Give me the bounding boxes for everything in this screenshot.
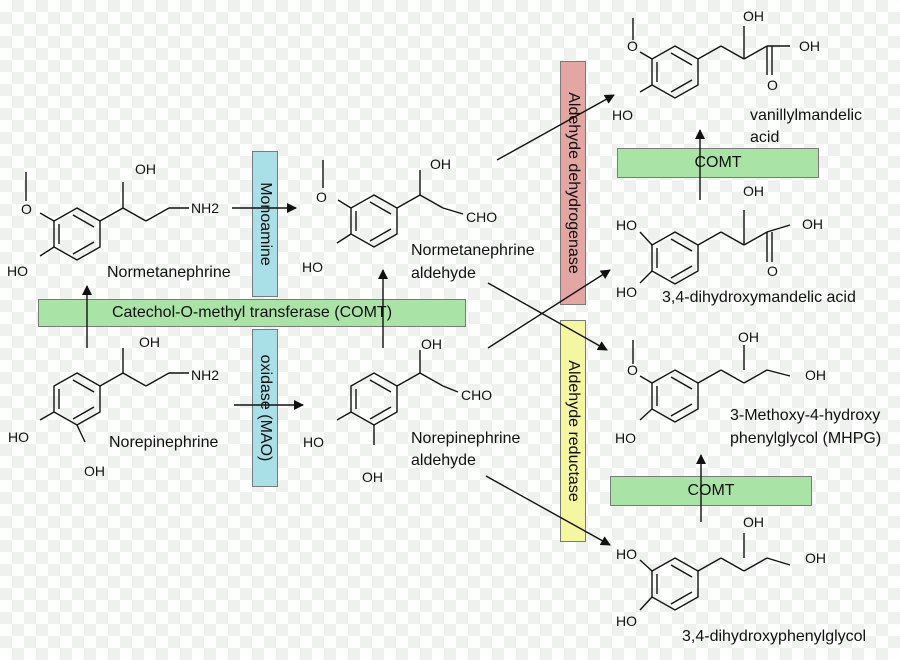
mhpg-oh-2: OH	[805, 367, 826, 383]
dhma-acid-oh: OH	[802, 216, 823, 232]
ne-aldehyde-ho: HO	[303, 434, 324, 450]
norepinephrine-aldehyde-line2: aldehyde	[411, 452, 476, 469]
norepinephrine-aldehyde-line1: Norepinephrine	[411, 430, 521, 447]
norepinephrine-oh: OH	[139, 334, 160, 350]
vma-acid-oh: OH	[799, 38, 820, 54]
ne-aldehyde-oh-2: OH	[362, 469, 383, 485]
mhpg-label-line1: 3-Methoxy-4-hydroxy	[730, 407, 881, 424]
vma-label-line1: vanillylmandelic	[750, 107, 863, 124]
dhpg-label: 3,4-dihydroxyphenylglycol	[682, 628, 867, 645]
comt-upper-box: COMT	[617, 148, 819, 178]
arrows	[82, 94, 706, 546]
mhpg-structure	[632, 340, 791, 423]
vma-methoxy-o: O	[627, 38, 638, 54]
normetanephrine-methoxy-o: O	[21, 201, 32, 217]
norepinephrine-label: Norepinephrine	[109, 434, 219, 451]
normetanephrine-label: Normetanephrine	[107, 264, 231, 281]
aldehyde-reductase-box: Aldehyde reductase	[560, 320, 586, 542]
dhma-structure	[639, 210, 791, 285]
norepinephrine-ho: HO	[8, 429, 29, 445]
vma-structure	[632, 18, 790, 99]
comt-main-box: Catechol-O-methyl transferase (COMT)	[38, 299, 466, 327]
norepinephrine-structure	[39, 348, 189, 443]
mhpg-ho: HO	[615, 430, 636, 446]
nma-aldehyde-cho: CHO	[466, 209, 498, 225]
vma-oh: OH	[743, 8, 764, 24]
normetanephrine-structure	[25, 172, 189, 261]
vma-carbonyl-o: O	[767, 77, 778, 93]
normetanephrine-nh2: NH2	[191, 200, 220, 216]
dhpg-oh: OH	[743, 514, 764, 530]
aldehyde-dehydrogenase-box: Aldehyde dehydrogenase	[560, 61, 586, 305]
normetanephrine-oh: OH	[135, 161, 156, 177]
normetanephrine-aldehyde-structure	[322, 160, 464, 248]
comt-lower-box: COMT	[610, 476, 812, 506]
dhpg-ho-2: HO	[616, 613, 637, 629]
mhpg-label-line2: phenylglycol (MHPG)	[730, 430, 882, 447]
normetanephrine-aldehyde-line2: aldehyde	[411, 265, 476, 282]
dhpg-ho: HO	[616, 546, 637, 562]
nma-aldehyde-ho: HO	[302, 259, 323, 275]
dhma-ho-2: HO	[616, 284, 637, 300]
comt-upper-label: COMT	[694, 154, 742, 171]
norepinephrine-nh2: NH2	[191, 367, 220, 383]
mhpg-methoxy-o: O	[627, 362, 638, 378]
normetanephrine-ho: HO	[7, 263, 28, 279]
mao-bottom-box: oxidase (MAO)	[252, 329, 278, 487]
nma-aldehyde-oh: OH	[430, 156, 451, 172]
norepinephrine-aldehyde-structure	[336, 350, 459, 445]
nma-aldehyde-methoxy-o: O	[316, 189, 327, 205]
ne-aldehyde-cho: CHO	[461, 387, 493, 403]
dhma-oh: OH	[743, 183, 764, 199]
dhma-ho: HO	[616, 217, 637, 233]
comt-lower-label: COMT	[687, 482, 735, 499]
dhma-label: 3,4-dihydroxymandelic acid	[662, 289, 856, 306]
dhpg-structure	[639, 533, 791, 611]
norepinephrine-oh-2: OH	[84, 463, 105, 479]
normetanephrine-aldehyde-line1: Normetanephrine	[411, 242, 535, 259]
comt-main-label: Catechol-O-methyl transferase (COMT)	[111, 304, 393, 321]
dhma-carbonyl-o: O	[767, 263, 778, 279]
vma-label-line2: acid	[750, 129, 780, 146]
vma-ho: HO	[612, 107, 633, 123]
dhpg-oh-2: OH	[805, 550, 826, 566]
mao-top-box: Monoamine	[252, 151, 278, 297]
ne-aldehyde-oh: OH	[421, 336, 442, 352]
mhpg-oh: OH	[738, 329, 759, 345]
